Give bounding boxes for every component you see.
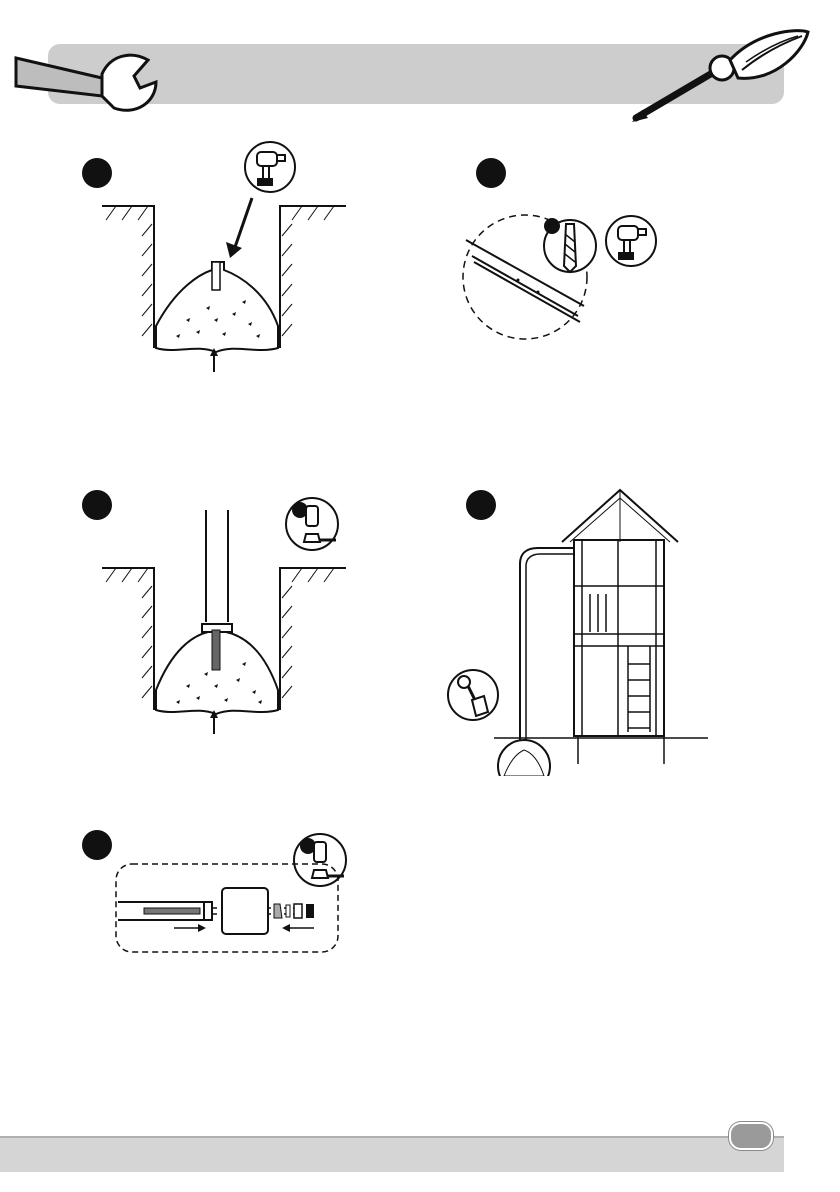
drill-icon-step-2 (604, 214, 658, 268)
step-marker-1 (82, 158, 112, 188)
shovel-icon (446, 668, 500, 722)
wrench-icon (10, 38, 160, 118)
step-marker-5 (82, 830, 112, 860)
footer-bar (0, 1136, 784, 1172)
step-marker-2 (476, 158, 506, 188)
paintbrush-icon (626, 22, 816, 128)
bolt-assembly-diagram (114, 862, 340, 954)
drill-icon (243, 140, 297, 194)
play-tower-diagram (490, 486, 720, 776)
post-in-footing-diagram (96, 510, 358, 736)
page-number-pill (729, 1122, 773, 1150)
drill-bit-icon (540, 216, 600, 276)
pit-diagram (96, 196, 358, 376)
